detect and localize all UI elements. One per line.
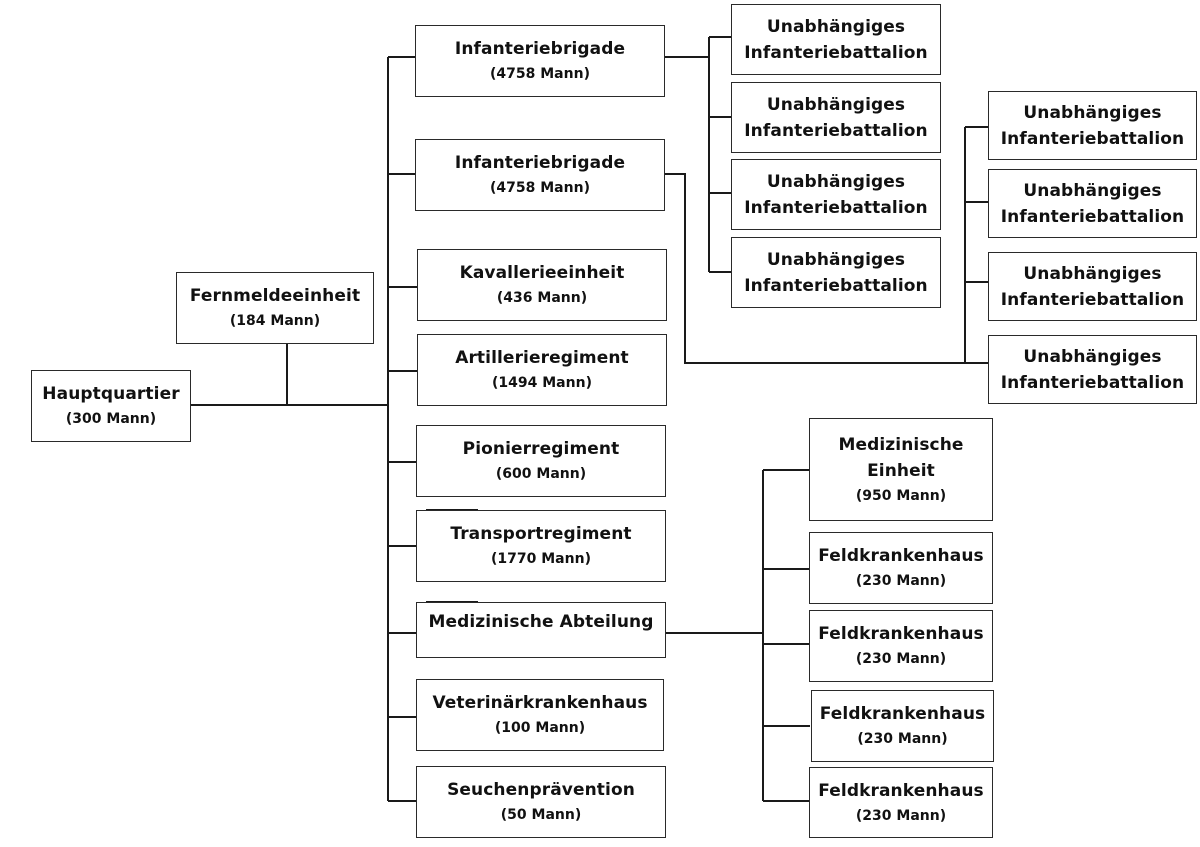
node-strength: (50 Mann) (500, 807, 582, 823)
node-name: Transportregiment (450, 524, 632, 544)
node-infantry-brigade-2[interactable]: Infanteriebrigade (4758 Mann) (415, 139, 665, 211)
node-name: Seuchenprävention (447, 780, 635, 800)
node-field-hospital-4[interactable]: Feldkrankenhaus (230 Mann) (809, 767, 993, 838)
node-name-line2: Infanteriebattalion (1000, 289, 1185, 310)
node-strength: (230 Mann) (855, 573, 947, 589)
node-b2-battalion-3[interactable]: Unabhängiges Infanteriebattalion (988, 252, 1197, 321)
node-veterinary-hospital[interactable]: Veterinärkrankenhaus (100 Mann) (416, 679, 664, 751)
node-name: Infanteriebrigade (454, 39, 626, 59)
node-headquarters[interactable]: Hauptquartier (300 Mann) (31, 370, 191, 442)
node-strength: (230 Mann) (855, 807, 947, 824)
node-strength: (230 Mann) (857, 731, 948, 747)
node-artillery-regiment[interactable]: Artillerieregiment (1494 Mann) (417, 334, 667, 406)
node-b2-battalion-4[interactable]: Unabhängiges Infanteriebattalion (988, 335, 1197, 404)
node-strength: (230 Mann) (855, 651, 947, 667)
node-name: Medizinische (838, 434, 964, 455)
node-name-line2: Einheit (867, 460, 935, 481)
node-name: Pionierregiment (462, 439, 620, 459)
node-name-line2: Infanteriebattalion (1000, 206, 1185, 227)
node-strength: (950 Mann) (855, 487, 947, 504)
node-name: Unabhängiges (766, 249, 906, 270)
node-medical-unit[interactable]: Medizinische Einheit (950 Mann) (809, 418, 993, 521)
node-name-line2: Infanteriebattalion (744, 42, 928, 63)
node-name: Veterinärkrankenhaus (432, 693, 648, 713)
node-name: Unabhängiges (766, 171, 906, 192)
connector-brigade2-out (665, 173, 965, 364)
node-name: Unabhängiges (766, 94, 906, 115)
node-b2-battalion-1[interactable]: Unabhängiges Infanteriebattalion (988, 91, 1197, 160)
node-strength: (100 Mann) (494, 720, 586, 736)
node-strength: (300 Mann) (65, 411, 157, 427)
node-name-line2: Infanteriebattalion (744, 120, 928, 141)
node-infantry-brigade-1[interactable]: Infanteriebrigade (4758 Mann) (415, 25, 665, 97)
node-strength: (184 Mann) (229, 313, 321, 329)
node-b2-battalion-2[interactable]: Unabhängiges Infanteriebattalion (988, 169, 1197, 238)
node-name: Fernmeldeeinheit (189, 286, 361, 306)
node-strength: (436 Mann) (496, 290, 588, 306)
node-name: Unabhängiges (1023, 263, 1162, 284)
node-name: Unabhängiges (1023, 346, 1162, 367)
node-b1-battalion-2[interactable]: Unabhängiges Infanteriebattalion (731, 82, 941, 153)
node-strength: (1770 Mann) (491, 551, 591, 567)
node-name: Medizinische Abteilung (428, 612, 654, 632)
node-name: Unabhängiges (1023, 180, 1162, 201)
node-name-line2: Infanteriebattalion (1000, 372, 1185, 393)
node-signals-unit[interactable]: Fernmeldeeinheit (184 Mann) (176, 272, 374, 344)
node-name-line2: Infanteriebattalion (744, 197, 928, 218)
node-name: Feldkrankenhaus (819, 704, 986, 724)
node-strength: (1494 Mann) (492, 375, 592, 391)
node-b1-battalion-3[interactable]: Unabhängiges Infanteriebattalion (731, 159, 941, 230)
node-strength: (600 Mann) (495, 466, 587, 482)
node-name: Feldkrankenhaus (818, 546, 984, 566)
node-name: Unabhängiges (766, 16, 906, 37)
node-name: Feldkrankenhaus (818, 780, 984, 801)
node-name: Artillerieregiment (455, 348, 629, 368)
node-name: Kavallerieeinheit (459, 263, 625, 283)
node-strength: (4758 Mann) (490, 66, 590, 82)
node-name-line2: Infanteriebattalion (1000, 128, 1185, 149)
node-medical-department[interactable]: Medizinische Abteilung (416, 602, 666, 658)
node-pioneer-regiment[interactable]: Pionierregiment (600 Mann) (416, 425, 666, 497)
node-b1-battalion-1[interactable]: Unabhängiges Infanteriebattalion (731, 4, 941, 75)
node-transport-regiment[interactable]: Transportregiment (1770 Mann) (416, 510, 666, 582)
node-field-hospital-3[interactable]: Feldkrankenhaus (230 Mann) (811, 690, 994, 762)
node-name: Feldkrankenhaus (818, 624, 984, 644)
node-field-hospital-1[interactable]: Feldkrankenhaus (230 Mann) (809, 532, 993, 604)
node-cavalry-unit[interactable]: Kavallerieeinheit (436 Mann) (417, 249, 667, 321)
node-name: Infanteriebrigade (454, 153, 626, 173)
node-epidemic-prevention[interactable]: Seuchenprävention (50 Mann) (416, 766, 666, 838)
node-name: Unabhängiges (1023, 102, 1162, 123)
node-name: Hauptquartier (42, 384, 180, 404)
node-name-line2: Infanteriebattalion (744, 275, 928, 296)
node-strength: (4758 Mann) (490, 180, 590, 196)
node-b1-battalion-4[interactable]: Unabhängiges Infanteriebattalion (731, 237, 941, 308)
node-field-hospital-2[interactable]: Feldkrankenhaus (230 Mann) (809, 610, 993, 682)
